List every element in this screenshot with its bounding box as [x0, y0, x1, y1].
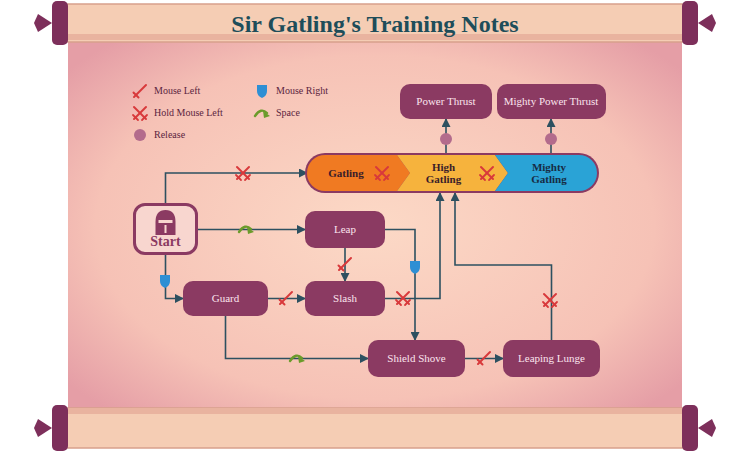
- release-dot: [545, 133, 557, 145]
- mouse-right-icon: [160, 275, 170, 288]
- flow-arrow: [166, 173, 308, 203]
- hold-icon: [133, 107, 147, 120]
- finisher-box: Mighty Power Thrust: [497, 84, 606, 119]
- release-dot: [440, 133, 452, 145]
- node-label: Leap: [334, 223, 356, 235]
- release-icon: [134, 129, 146, 141]
- combo-stage: Mighty Gatling: [495, 155, 597, 191]
- mouse-right-icon: [410, 261, 420, 274]
- space-icon: [255, 111, 270, 118]
- space-icon: [239, 227, 254, 234]
- node-label: Gatling: [328, 167, 363, 179]
- move-box: Leaping Lunge: [503, 340, 600, 377]
- flow-arrow: [226, 316, 369, 359]
- node-label: Leaping Lunge: [518, 352, 585, 364]
- mouse-right-icon: [257, 85, 267, 98]
- node-label: Shield Shove: [387, 352, 445, 364]
- node-label: Mighty Power Thrust: [504, 95, 599, 107]
- flow-arrow: [455, 193, 552, 340]
- legend-label: Space: [276, 106, 300, 120]
- parchment: [68, 38, 682, 416]
- flow-arrow: [385, 193, 440, 299]
- stage-fill: [495, 155, 597, 191]
- hold-icon: [396, 292, 410, 305]
- node-label: Guard: [212, 292, 240, 304]
- flow-arrow: [385, 230, 415, 341]
- finisher-box: Power Thrust: [400, 84, 492, 119]
- start-node: Start: [133, 203, 198, 255]
- legend-label: Mouse Right: [276, 84, 328, 98]
- bottom-roll: [34, 405, 716, 451]
- combo-stage: High Gatling: [397, 155, 495, 191]
- mouse-left-icon: [478, 352, 491, 365]
- mouse-left-icon: [134, 85, 147, 98]
- legend-icons: [133, 85, 270, 141]
- legend-label: Hold Mouse Left: [154, 106, 223, 120]
- hold-icon: [543, 294, 557, 307]
- stage-fill: [397, 155, 508, 191]
- combo-band: [305, 153, 599, 193]
- move-box: Guard: [183, 281, 268, 316]
- move-box: Slash: [305, 281, 385, 316]
- space-icon: [290, 356, 305, 363]
- mouse-left-icon: [339, 258, 352, 271]
- hold-icon: [480, 167, 494, 180]
- node-label: Slash: [333, 292, 357, 304]
- move-box: Leap: [305, 211, 385, 248]
- node-label: Power Thrust: [416, 95, 475, 107]
- node-label: Start: [150, 234, 180, 249]
- title: Sir Gatling's Training Notes: [231, 11, 518, 37]
- combo-stage: Gatling: [307, 155, 397, 191]
- move-box: Shield Shove: [368, 340, 465, 377]
- legend-label: Release: [154, 128, 185, 142]
- node-label: High Gatling: [418, 161, 470, 185]
- hold-icon: [375, 167, 389, 180]
- node-label: Mighty Gatling: [521, 161, 577, 185]
- stage-fill: [307, 155, 410, 191]
- hold-icon: [236, 167, 250, 180]
- mouse-left-icon: [280, 292, 293, 305]
- edge-icons: [160, 133, 557, 365]
- top-roll: [34, 1, 716, 45]
- legend-label: Mouse Left: [154, 84, 200, 98]
